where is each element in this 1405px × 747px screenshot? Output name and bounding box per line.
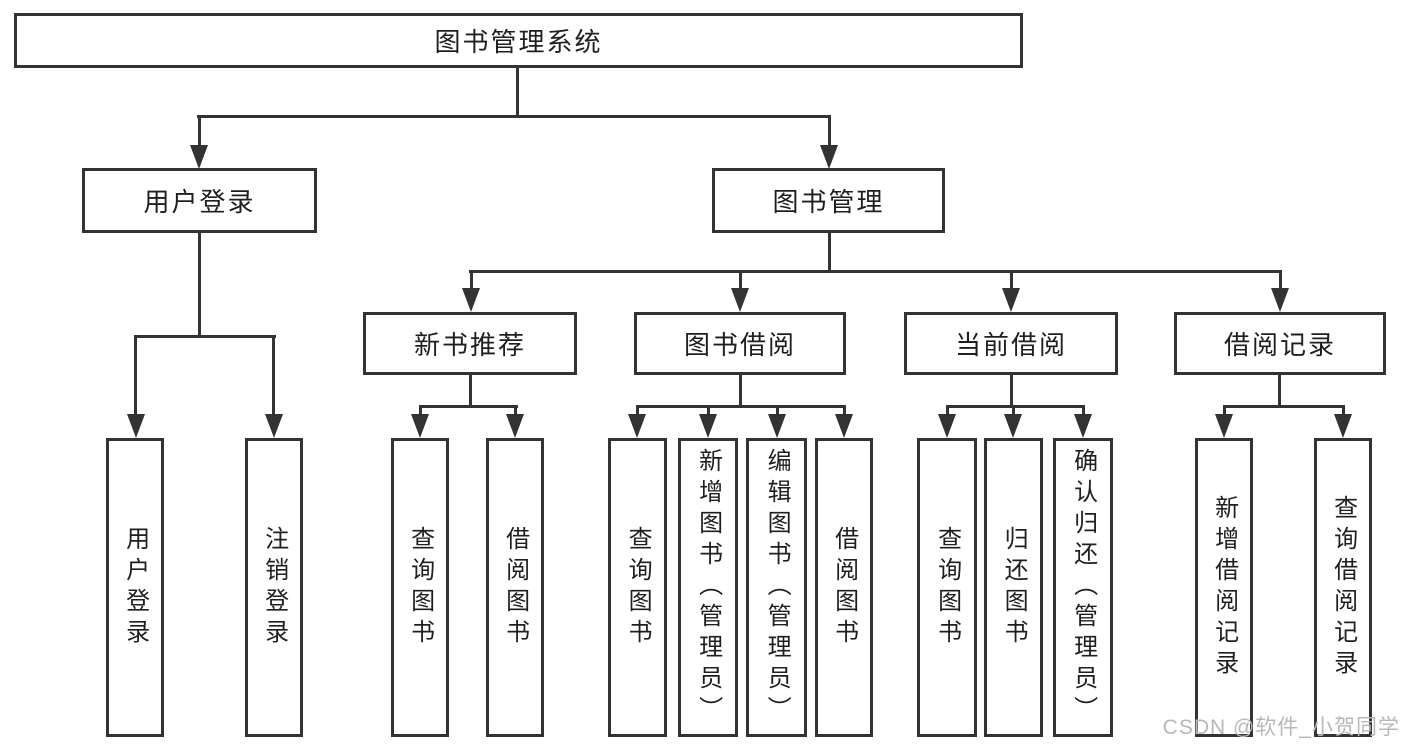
node-nb-borrow: 借阅图书	[486, 438, 544, 737]
arrow-shaft-bb-query	[636, 405, 639, 418]
connector-book-mgmt-stem	[828, 231, 831, 272]
arrow-shaft-nb-borrow	[514, 405, 517, 418]
arrowhead-br-add	[1215, 414, 1233, 438]
node-logout: 注销登录	[245, 438, 303, 737]
node-book-borrow: 图书借阅	[634, 312, 846, 375]
node-new-book-label: 新书推荐	[413, 330, 526, 360]
arrow-shaft-new-book	[470, 270, 473, 290]
node-user-login: 用户登录	[82, 168, 317, 233]
node-cb-confirm: 确认归还（管理员）	[1053, 438, 1113, 737]
node-nb-query-label: 查询图书	[406, 525, 434, 650]
csdn-watermark: CSDN @软件_小贺同学	[1162, 716, 1400, 739]
node-book-mgmt: 图书管理	[712, 168, 945, 233]
node-library-system: 图书管理系统	[14, 13, 1023, 68]
arrowhead-current-borrow	[1002, 288, 1020, 312]
arrowhead-br-query	[1334, 414, 1352, 438]
connector-book-borrow-stem	[739, 373, 742, 407]
arrowhead-borrow-records	[1271, 288, 1289, 312]
node-bb-borrow: 借阅图书	[815, 438, 873, 737]
node-br-add-label: 新增借阅记录	[1210, 494, 1238, 681]
arrowhead-user-login	[190, 145, 208, 169]
connector-current-borrow-branch	[946, 405, 1085, 408]
node-nb-borrow-label: 借阅图书	[501, 525, 529, 650]
node-new-book: 新书推荐	[363, 312, 577, 375]
connector-borrow-records-branch	[1223, 405, 1345, 408]
node-bb-add-label: 新增图书（管理员）	[694, 448, 722, 727]
arrowhead-cb-confirm	[1074, 414, 1092, 438]
node-bb-add: 新增图书（管理员）	[678, 438, 738, 737]
arrow-shaft-book-mgmt	[828, 115, 831, 147]
arrow-shaft-cb-return	[1012, 405, 1015, 418]
arrow-shaft-current-borrow	[1010, 270, 1013, 290]
connector-current-borrow-stem	[1010, 373, 1013, 407]
node-cb-query-label: 查询图书	[933, 525, 961, 650]
connector-book-borrow-branch	[636, 405, 846, 408]
arrowhead-bb-query	[628, 414, 646, 438]
node-borrow-records-label: 借阅记录	[1223, 330, 1336, 360]
connector-root-branch	[197, 115, 831, 118]
arrow-shaft-bb-borrow	[843, 405, 846, 418]
connector-book-mgmt-branch	[469, 270, 1282, 273]
node-login-label: 用户登录	[121, 525, 149, 650]
arrowhead-nb-borrow	[506, 414, 524, 438]
arrowhead-book-borrow	[731, 288, 749, 312]
node-cb-confirm-label: 确认归还（管理员）	[1069, 448, 1097, 727]
arrowhead-login	[127, 414, 145, 438]
arrowhead-new-book	[462, 288, 480, 312]
node-bb-edit: 编辑图书（管理员）	[746, 438, 807, 737]
node-br-query: 查询借阅记录	[1314, 438, 1372, 737]
arrow-shaft-cb-query	[946, 405, 949, 418]
arrowhead-book-mgmt	[820, 145, 838, 169]
node-nb-query: 查询图书	[391, 438, 449, 737]
connector-user-login-branch	[134, 335, 276, 338]
node-br-query-label: 查询借阅记录	[1329, 494, 1357, 681]
arrow-shaft-bb-edit	[776, 405, 779, 418]
node-bb-query-label: 查询图书	[624, 525, 652, 650]
node-cb-return-label: 归还图书	[1000, 525, 1028, 650]
node-bb-borrow-label: 借阅图书	[830, 525, 858, 650]
arrow-shaft-book-borrow	[739, 270, 742, 290]
connector-user-login-stem	[198, 231, 201, 337]
arrowhead-cb-query	[938, 414, 956, 438]
node-book-mgmt-label: 图书管理	[772, 187, 885, 217]
arrow-shaft-logout	[272, 335, 275, 415]
arrowhead-nb-query	[411, 414, 429, 438]
arrow-shaft-br-add	[1223, 405, 1226, 418]
node-user-login-label: 用户登录	[143, 187, 256, 217]
arrow-shaft-borrow-records	[1279, 270, 1282, 290]
arrowhead-cb-return	[1004, 414, 1022, 438]
arrowhead-bb-add	[699, 414, 717, 438]
node-borrow-records: 借阅记录	[1174, 312, 1386, 375]
arrow-shaft-user-login	[198, 115, 201, 147]
arrow-shaft-cb-confirm	[1082, 405, 1085, 418]
node-current-borrow: 当前借阅	[904, 312, 1118, 375]
connector-new-book-branch	[419, 405, 518, 408]
node-bb-query: 查询图书	[608, 438, 667, 737]
node-book-borrow-label: 图书借阅	[683, 330, 796, 360]
connector-borrow-records-stem	[1278, 373, 1281, 407]
arrow-shaft-nb-query	[419, 405, 422, 418]
node-br-add: 新增借阅记录	[1195, 438, 1253, 737]
connector-new-book-stem	[469, 373, 472, 407]
node-login: 用户登录	[106, 438, 164, 737]
arrow-shaft-bb-add	[707, 405, 710, 418]
arrowhead-bb-edit	[768, 414, 786, 438]
node-current-borrow-label: 当前借阅	[954, 330, 1067, 360]
arrow-shaft-login	[134, 335, 137, 415]
arrowhead-logout	[265, 414, 283, 438]
node-cb-return: 归还图书	[984, 438, 1043, 737]
node-cb-query: 查询图书	[917, 438, 977, 737]
node-library-system-label: 图书管理系统	[434, 27, 603, 57]
node-logout-label: 注销登录	[260, 525, 288, 650]
node-bb-edit-label: 编辑图书（管理员）	[763, 448, 791, 727]
arrow-shaft-br-query	[1342, 405, 1345, 418]
connector-root-stem	[516, 66, 519, 118]
arrowhead-bb-borrow	[835, 414, 853, 438]
